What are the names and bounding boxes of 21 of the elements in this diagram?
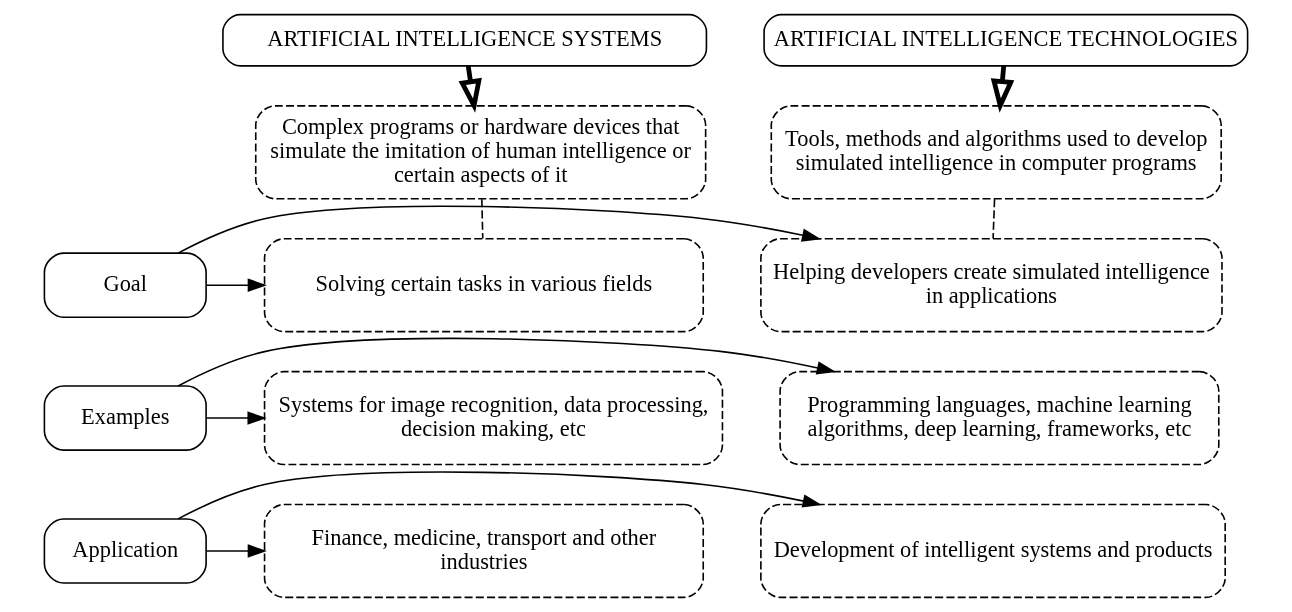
node-box: Systems for image recognition, data processing, decision making, etc <box>263 370 724 466</box>
node-box: ARTIFICIAL INTELLIGENCE SYSTEMS <box>222 13 708 67</box>
node-box: Complex programs or hardware devices that simulate the imitation of human intelligence or certain aspects of it <box>254 105 707 200</box>
node-box: Finance, medicine, transport and other industries <box>263 503 705 599</box>
arrow <box>177 205 822 254</box>
node-box: Application <box>43 518 207 584</box>
arrow <box>177 471 822 520</box>
arrow <box>177 337 836 387</box>
connector <box>481 198 484 240</box>
node-box: Tools, methods and algorithms used to develop simulated intelligence in computer programs <box>770 105 1222 200</box>
node-box: Examples <box>43 385 207 451</box>
connector <box>992 198 996 240</box>
node-box: Goal <box>43 252 207 318</box>
arrow <box>205 411 267 425</box>
node-box: Programming languages, machine learning algorithms, deep learning, frameworks, etc <box>779 370 1220 466</box>
node-box: Solving certain tasks in various fields <box>263 237 705 333</box>
node-box: ARTIFICIAL INTELLIGENCE TECHNOLOGIES <box>763 13 1249 67</box>
arrow <box>205 544 267 558</box>
arrow <box>205 278 267 292</box>
node-box: Development of intelligent systems and products <box>760 503 1226 599</box>
node-box: Helping developers create simulated intelligence in applications <box>760 237 1223 333</box>
